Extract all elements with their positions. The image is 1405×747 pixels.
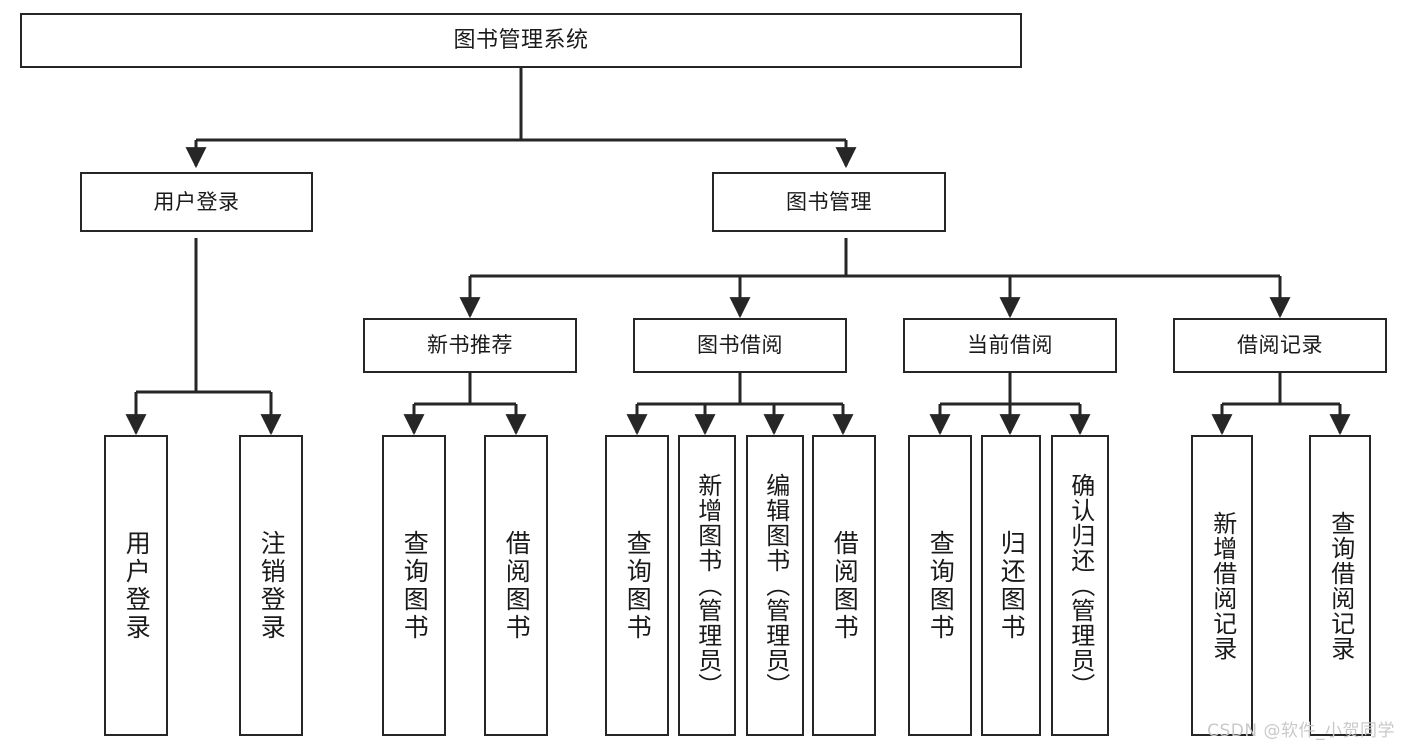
leaf-current-return-book[interactable]: 归还图书 [981,435,1041,736]
leaf-current-query-book[interactable]: 查询图书 [908,435,972,736]
node-label: 编辑图书（管理员） [761,473,790,698]
watermark-text: CSDN @软件_小贺同学 [1207,721,1395,741]
node-borrow-record[interactable]: 借阅记录 [1173,318,1387,373]
leaf-user-login-signin[interactable]: 用户登录 [104,435,168,736]
node-current-borrow[interactable]: 当前借阅 [903,318,1117,373]
leaf-recommend-query-book[interactable]: 查询图书 [382,435,446,736]
node-label: 注销登录 [257,529,287,642]
node-label: 用户登录 [122,529,152,642]
leaf-borrow-edit-book-admin[interactable]: 编辑图书（管理员） [746,435,804,736]
node-label: 查询图书 [400,529,430,642]
node-new-book-recommend[interactable]: 新书推荐 [363,318,577,373]
leaf-current-confirm-return-admin[interactable]: 确认归还（管理员） [1051,435,1109,736]
leaf-user-login-signout[interactable]: 注销登录 [239,435,303,736]
leaf-borrow-add-book-admin[interactable]: 新增图书（管理员） [678,435,736,736]
node-label: 查询图书 [926,529,956,642]
node-label: 用户登录 [153,189,240,214]
leaf-borrow-borrow-book[interactable]: 借阅图书 [812,435,876,736]
node-label: 新增借阅记录 [1208,510,1237,661]
node-label: 查询借阅记录 [1326,510,1355,661]
leaf-record-query-borrow-record[interactable]: 查询借阅记录 [1309,435,1371,736]
node-label: 图书管理 [786,189,872,214]
leaf-record-add-borrow-record[interactable]: 新增借阅记录 [1191,435,1253,736]
node-label: 借阅图书 [830,529,860,642]
node-label: 新增图书（管理员） [693,473,722,698]
node-user-login[interactable]: 用户登录 [80,172,313,232]
leaf-borrow-query-book[interactable]: 查询图书 [605,435,669,736]
node-label: 新书推荐 [427,333,513,358]
node-label: 查询图书 [623,529,653,642]
node-label: 归还图书 [997,529,1027,642]
node-book-management[interactable]: 图书管理 [712,172,946,232]
node-label: 借阅图书 [502,529,532,642]
node-label: 图书管理系统 [453,27,589,53]
node-label: 图书借阅 [697,333,783,358]
node-root-book-management-system[interactable]: 图书管理系统 [20,13,1022,68]
leaf-recommend-borrow-book[interactable]: 借阅图书 [484,435,548,736]
node-label: 确认归还（管理员） [1066,473,1095,698]
node-label: 借阅记录 [1237,333,1323,358]
node-book-borrow[interactable]: 图书借阅 [633,318,847,373]
node-label: 当前借阅 [967,333,1053,358]
